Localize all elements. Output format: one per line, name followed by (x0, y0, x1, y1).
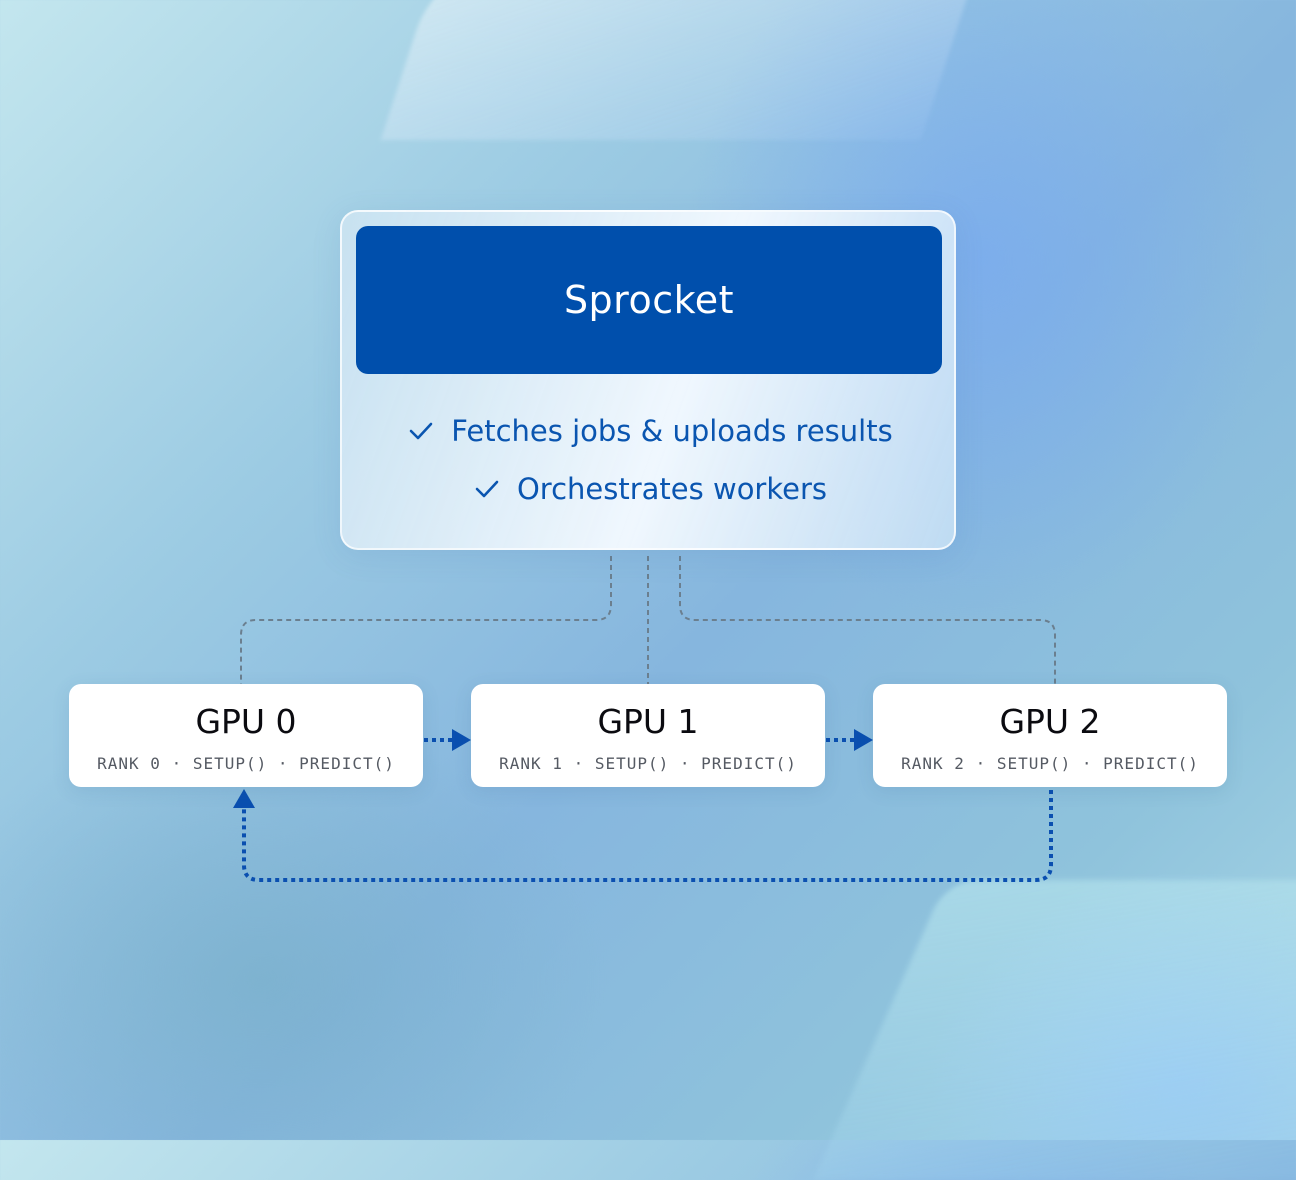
feature-label: Orchestrates workers (516, 472, 827, 506)
checkmark-icon (473, 475, 501, 503)
gpu-card-2: GPU 2 RANK 2 · SETUP() · PREDICT() (873, 684, 1227, 787)
gpu-subtitle: RANK 0 · SETUP() · PREDICT() (97, 754, 395, 773)
gpu-title: GPU 2 (999, 702, 1101, 741)
feature-item: Fetches jobs & uploads results (342, 402, 958, 460)
feature-item: Orchestrates workers (342, 460, 958, 518)
gpu-title: GPU 0 (195, 702, 297, 741)
arrowhead-gpu1 (452, 729, 471, 751)
feature-label: Fetches jobs & uploads results (451, 414, 893, 448)
sprocket-panel: Sprocket Fetches jobs & uploads results … (340, 210, 956, 550)
sprocket-title: Sprocket (563, 278, 735, 322)
connector-sprocket-gpu2 (679, 556, 1056, 684)
sprocket-header: Sprocket (356, 226, 942, 374)
feature-list: Fetches jobs & uploads results Orchestra… (342, 402, 958, 518)
gpu-subtitle: RANK 1 · SETUP() · PREDICT() (499, 754, 797, 773)
arrowhead-gpu0 (233, 789, 255, 808)
arrowhead-gpu2 (854, 729, 873, 751)
gpu-title: GPU 1 (597, 702, 699, 741)
connector-sprocket-gpu0 (240, 556, 612, 684)
connector-lines (233, 556, 1056, 882)
checkmark-icon (407, 417, 435, 445)
gpu-card-0: GPU 0 RANK 0 · SETUP() · PREDICT() (69, 684, 423, 787)
gpu-subtitle: RANK 2 · SETUP() · PREDICT() (901, 754, 1199, 773)
gpu-card-1: GPU 1 RANK 1 · SETUP() · PREDICT() (471, 684, 825, 787)
arrow-gpu2-to-gpu0 (242, 790, 1053, 882)
